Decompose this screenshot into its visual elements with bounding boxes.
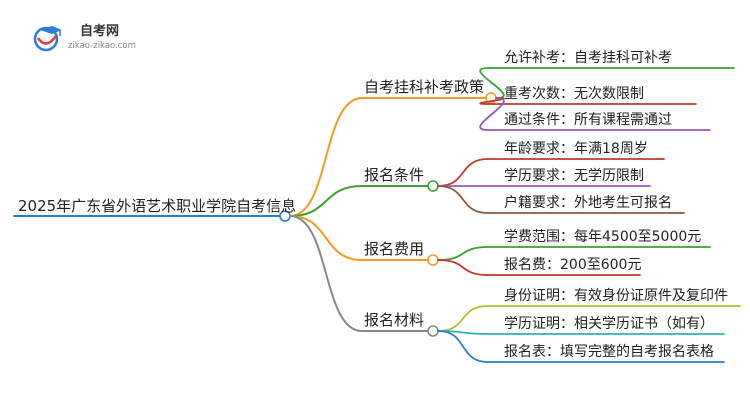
branch-toggle-3[interactable] (427, 254, 439, 266)
leaf-connector-4-1 (437, 305, 489, 332)
leaf-label-4-1: 身份证明：有效身份证原件及复印件 (504, 288, 728, 304)
logo-title: 自考网 (80, 24, 120, 39)
branch-connector-1 (289, 97, 363, 217)
branch-connector-2 (289, 185, 363, 217)
leaf-label-4-2: 学历证明：相关学历证书（如有） (504, 316, 714, 332)
branch-label-4: 报名材料 (364, 311, 425, 329)
leaf-label-3-2: 报名费：200至600元 (504, 257, 642, 273)
site-logo: 自考网 zikao-zikao.com (32, 22, 172, 54)
branch-toggle-2[interactable] (427, 180, 439, 192)
branch-label-2: 报名条件 (364, 166, 425, 184)
leaf-connector-1-1 (479, 67, 505, 99)
leaf-connector-4-3 (437, 330, 489, 363)
leaf-connector-2-3 (437, 185, 489, 214)
root-topic: 2025年广东省外语艺术职业学院自考信息 (18, 197, 297, 215)
leaf-label-1-1: 允许补考：自考挂科可补考 (504, 50, 672, 66)
logo-subtitle: zikao-zikao.com (68, 41, 136, 51)
leaf-label-4-3: 报名表：填写完整的自考报名表格 (504, 344, 714, 360)
graduation-cap-icon (33, 26, 62, 52)
leaf-connector-3-2 (437, 259, 489, 276)
leaf-label-2-3: 户籍要求：外地考生可报名 (504, 195, 672, 211)
branch-label-1: 自考挂科补考政策 (364, 78, 485, 96)
branch-label-3: 报名费用 (364, 240, 425, 258)
leaf-label-2-2: 学历要求：无学历限制 (504, 168, 644, 184)
leaf-label-1-3: 通过条件：所有课程需通过 (504, 112, 672, 128)
leaf-label-2-1: 年龄要求：年满18周岁 (504, 141, 648, 157)
leaf-label-1-2: 重考次数：无次数限制 (504, 86, 644, 102)
leaf-connector-1-3 (479, 97, 505, 131)
leaf-label-3-1: 学费范围：每年4500至5000元 (504, 229, 702, 245)
leaf-connector-3-1 (437, 246, 489, 261)
branch-connector-3 (289, 215, 363, 261)
branch-connector-4 (289, 215, 363, 332)
branch-toggle-4[interactable] (427, 325, 439, 337)
leaf-connector-2-1 (437, 158, 489, 187)
